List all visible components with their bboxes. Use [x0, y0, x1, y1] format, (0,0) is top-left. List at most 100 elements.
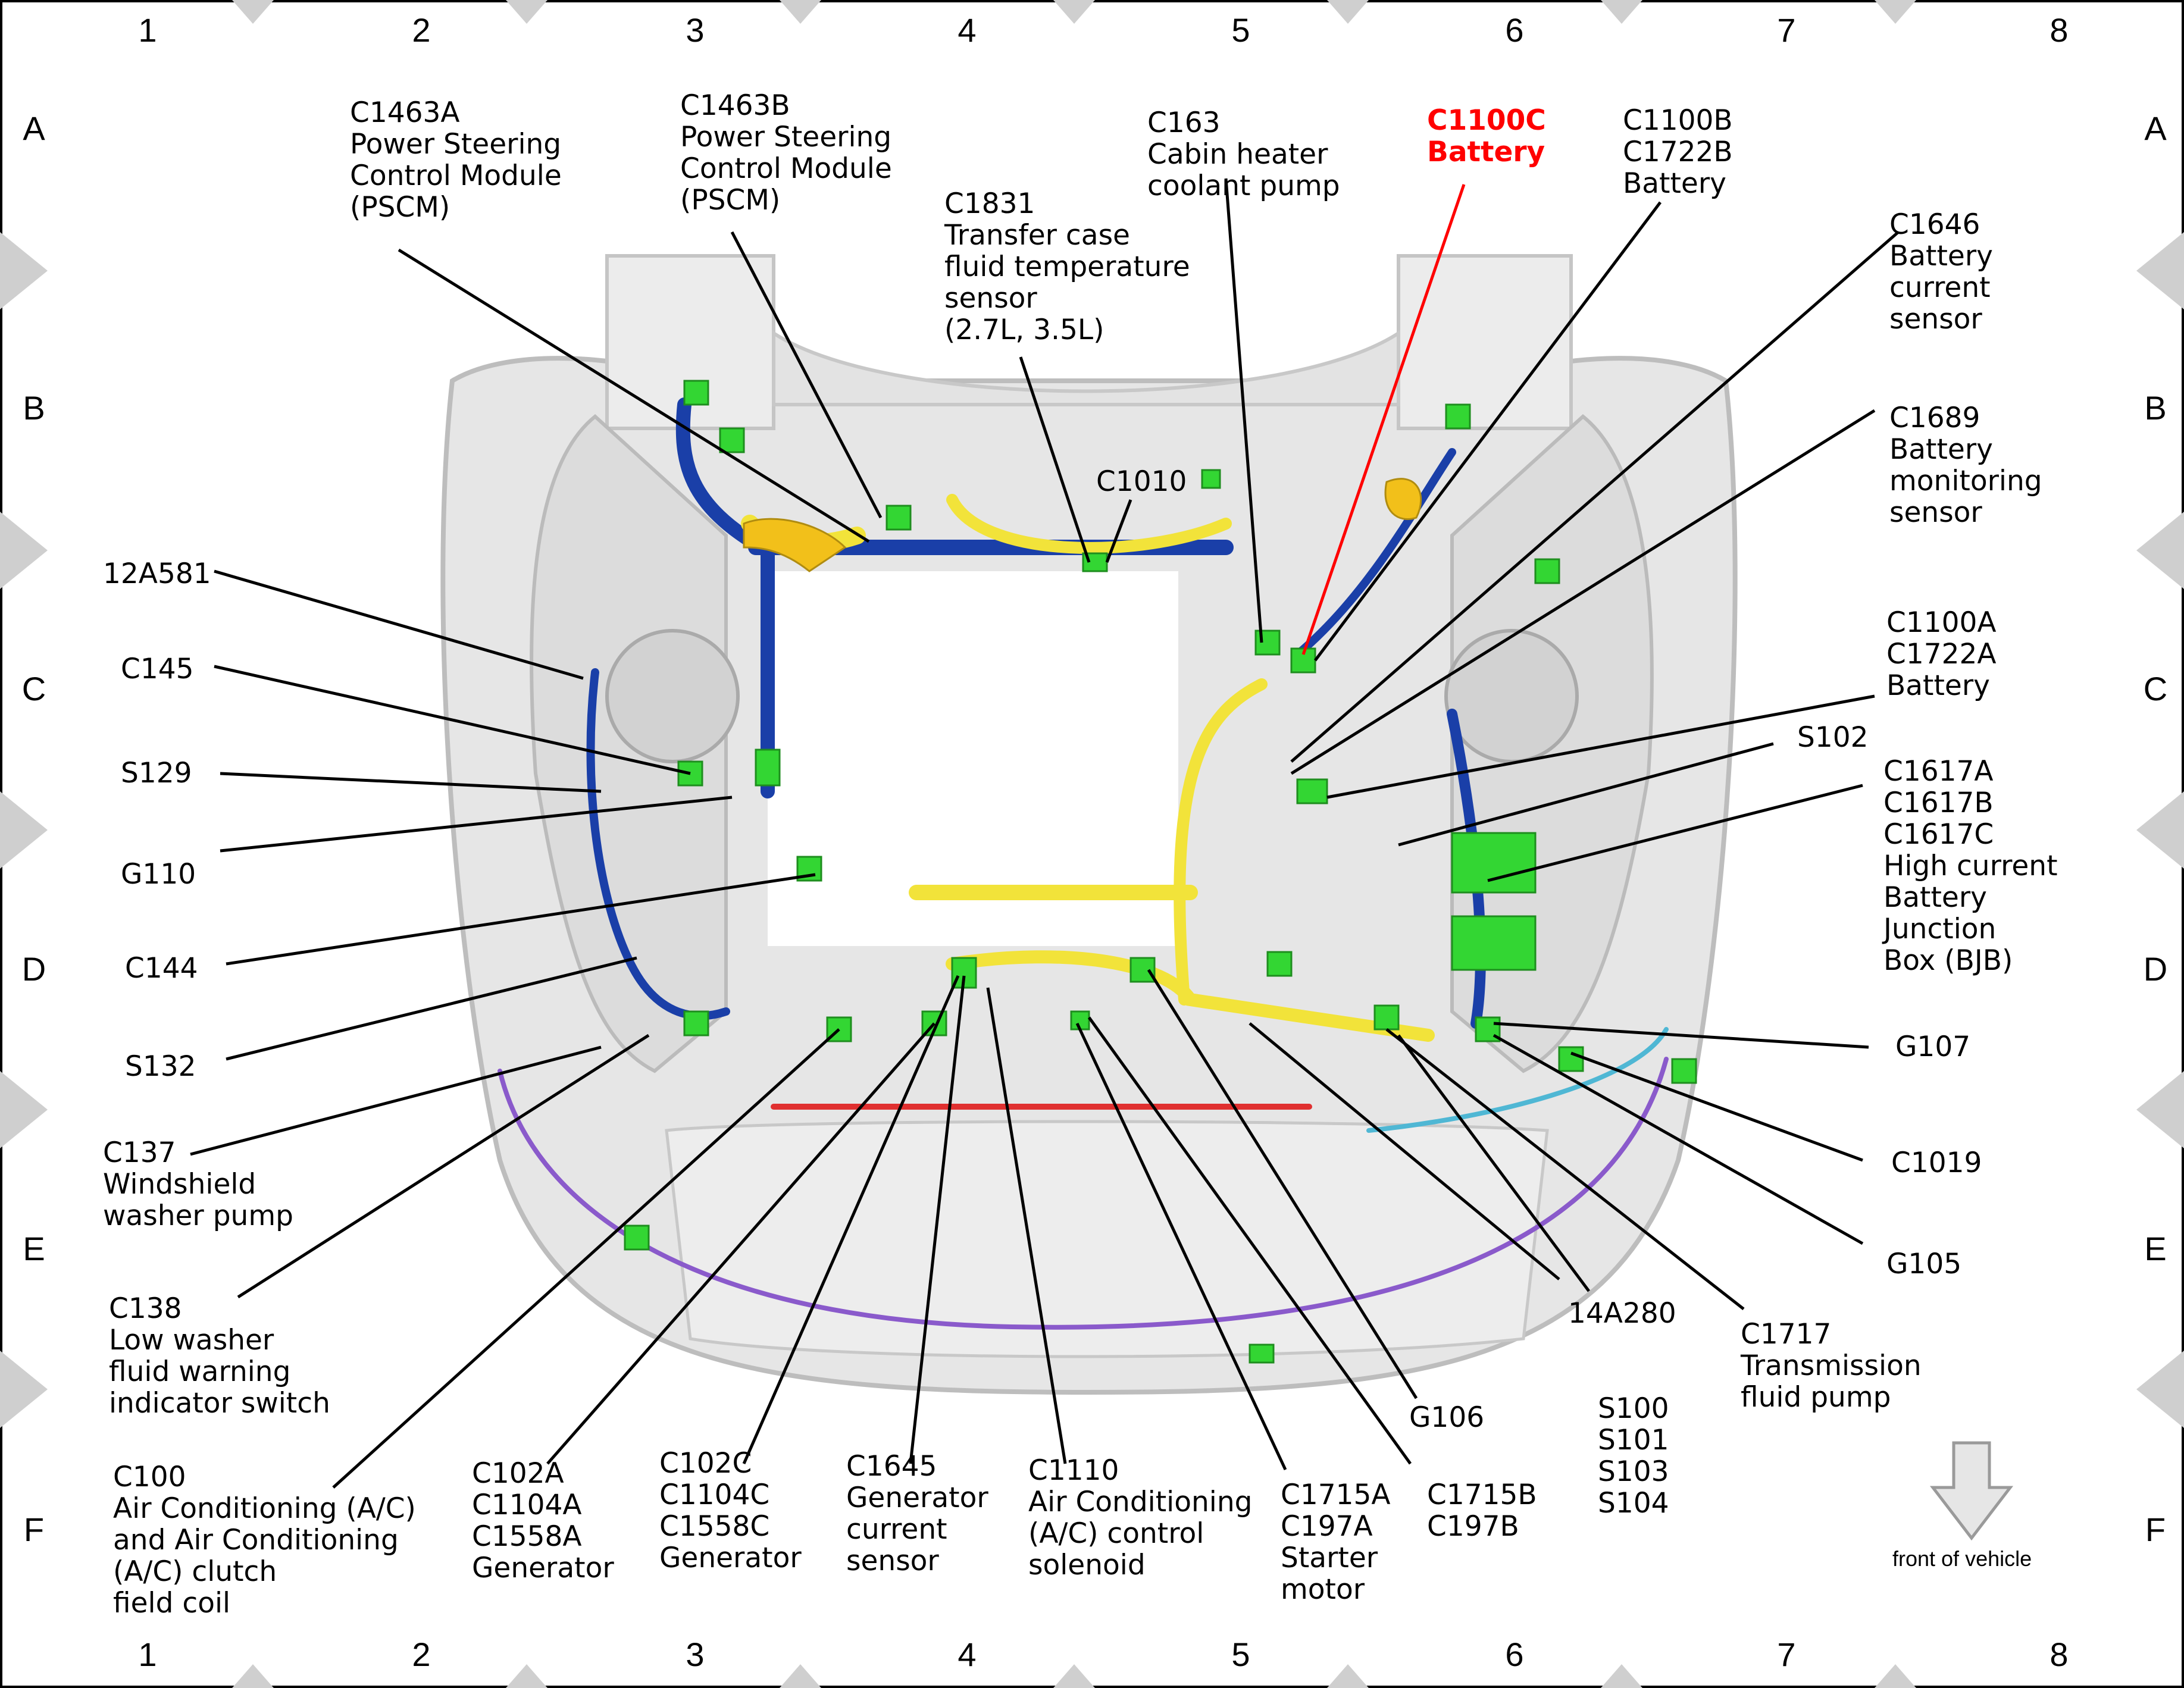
callout-label-line: G107: [1895, 1031, 1970, 1063]
down-arrow-icon: [1929, 1441, 2014, 1541]
callout-label-line: S100: [1598, 1392, 1669, 1425]
callout-label-line: sensor: [846, 1545, 939, 1577]
callout-c1646: C1646 Battery current sensor: [1889, 208, 1993, 336]
callout-label-line: C197B: [1427, 1510, 1519, 1543]
callout-label-line: G105: [1886, 1248, 1961, 1280]
callout-label-line: C102A: [472, 1457, 564, 1490]
callout-label-line: C1104A: [472, 1489, 582, 1521]
callout-c1110: C1110 Air Conditioning (A/C) control sol…: [1028, 1454, 1252, 1581]
callout-label-line: C1558A: [472, 1520, 582, 1553]
callout-label-line: fluid warning: [109, 1355, 290, 1388]
callout-c1010: C1010: [1096, 465, 1187, 498]
callout-label-line: Generator: [846, 1482, 988, 1514]
callout-label-line: Battery: [1886, 669, 1990, 702]
callout-label-line: (PSCM): [680, 184, 780, 217]
callout-label-line: C1463B: [680, 89, 790, 122]
grid-row-label: A: [2144, 109, 2167, 147]
grid-row-label: F: [24, 1511, 44, 1548]
callout-g106: G106: [1409, 1401, 1484, 1434]
callout-label-line: C1722B: [1623, 136, 1733, 168]
callout-label-line: C1617B: [1883, 787, 1994, 819]
callout-c1831: C1831 Transfer case fluid temperature se…: [944, 187, 1190, 346]
callout-label-line: C1617A: [1883, 755, 1994, 788]
callout-label-line: G110: [121, 858, 196, 891]
callout-label-line: C1717: [1741, 1318, 1831, 1351]
callout-label-line: sensor: [944, 282, 1037, 315]
grid-row-label: F: [2145, 1511, 2166, 1548]
callout-label-line: fluid temperature: [944, 250, 1190, 283]
grid-col-label: 7: [1777, 11, 1795, 49]
grid-col-label: 2: [412, 11, 430, 49]
grid-col-label: 1: [138, 1636, 157, 1673]
callout-label-line: current: [1889, 271, 1991, 304]
callout-c1715b: C1715B C197B: [1427, 1479, 1537, 1543]
callout-c100: C100 Air Conditioning (A/C) and Air Cond…: [113, 1461, 416, 1620]
callout-c102c: C102C C1104C C1558C Generator: [659, 1447, 802, 1574]
callout-label-line: washer pump: [103, 1200, 293, 1232]
grid-row-label: D: [2144, 950, 2167, 988]
callout-label-line: C1715A: [1281, 1479, 1391, 1511]
callout-label-line: C1689: [1889, 402, 1980, 434]
callout-label-line: C197A: [1281, 1510, 1373, 1543]
callout-label-line: C144: [125, 952, 198, 985]
callout-c138: C138 Low washer fluid warning indicator …: [109, 1292, 330, 1420]
grid-row-label: E: [2144, 1230, 2166, 1267]
callout-label-line: 12A581: [103, 558, 211, 590]
grid-row-label: E: [23, 1230, 45, 1267]
callout-label-line: Transfer case: [944, 219, 1130, 252]
callout-label-line: Control Module: [680, 152, 892, 185]
callout-label-line: C1100C: [1427, 104, 1546, 137]
grid-col-label: 7: [1777, 1636, 1795, 1673]
callout-label-line: C1010: [1096, 465, 1187, 498]
leader-lines: [190, 178, 1900, 1489]
callout-label-line: Battery: [1889, 240, 1993, 273]
callout-label-line: Junction: [1882, 913, 1996, 945]
grid-row-label: D: [22, 950, 46, 988]
callout-s102: S102: [1797, 721, 1869, 754]
callout-c1645: C1645 Generator current sensor: [846, 1450, 988, 1577]
callout-label-line: Control Module: [350, 159, 562, 192]
grid-columns-bottom: 1 2 3 4 5 6 7 8: [138, 1636, 2068, 1673]
grid-col-label: 5: [1231, 1636, 1250, 1673]
grid-rows-left: A B C D E F: [22, 109, 46, 1548]
callout-label-line: C1110: [1028, 1454, 1119, 1487]
callout-g107: G107: [1895, 1031, 1970, 1063]
callout-c1463a: C1463A Power Steering Control Module (PS…: [350, 96, 562, 224]
callout-label-line: indicator switch: [109, 1387, 330, 1420]
callout-label-line: C102C: [659, 1447, 752, 1480]
callout-label-line: Air Conditioning (A/C): [113, 1492, 416, 1525]
callout-label-line: Air Conditioning: [1028, 1486, 1252, 1518]
grid-col-label: 2: [412, 1636, 430, 1673]
callout-c145: C145: [121, 653, 194, 685]
callout-label-line: C145: [121, 653, 194, 685]
grid-row-label: A: [23, 109, 45, 147]
grid-col-label: 4: [958, 11, 976, 49]
callout-label-line: field coil: [113, 1587, 230, 1620]
callout-c1617: C1617A C1617B C1617C High current Batter…: [1882, 755, 2058, 977]
callout-g110: G110: [121, 858, 196, 891]
callout-label-line: Power Steering: [680, 121, 891, 154]
callout-c1100c: C1100C Battery: [1427, 104, 1546, 168]
callout-g105: G105: [1886, 1248, 1961, 1280]
callout-14a280: 14A280: [1568, 1297, 1676, 1330]
callout-c163: C163 Cabin heater coolant pump: [1147, 107, 1340, 202]
callout-label-line: C1558C: [659, 1510, 769, 1543]
callout-label-line: current: [846, 1513, 947, 1546]
callout-label-line: sensor: [1889, 496, 1982, 529]
callout-label-line: C1715B: [1427, 1479, 1537, 1511]
callout-c102a: C102A C1104A C1558A Generator: [472, 1457, 614, 1584]
wiring-harnesses: [497, 397, 1669, 1330]
callout-label-line: C1645: [846, 1450, 937, 1483]
callout-label-line: C1831: [944, 187, 1035, 220]
callout-label-line: Starter: [1281, 1542, 1378, 1574]
callout-label-line: G106: [1409, 1401, 1484, 1434]
callout-s132: S132: [125, 1050, 196, 1083]
callout-label-line: Power Steering: [350, 128, 561, 161]
callout-c1019: C1019: [1891, 1147, 1982, 1179]
callout-s100: S100 S101 S103 S104: [1598, 1392, 1669, 1520]
callout-label-line: and Air Conditioning: [113, 1524, 399, 1557]
callout-label-line: 14A280: [1568, 1297, 1676, 1330]
grid-row-label: B: [2144, 389, 2166, 427]
grid-col-label: 3: [686, 1636, 704, 1673]
